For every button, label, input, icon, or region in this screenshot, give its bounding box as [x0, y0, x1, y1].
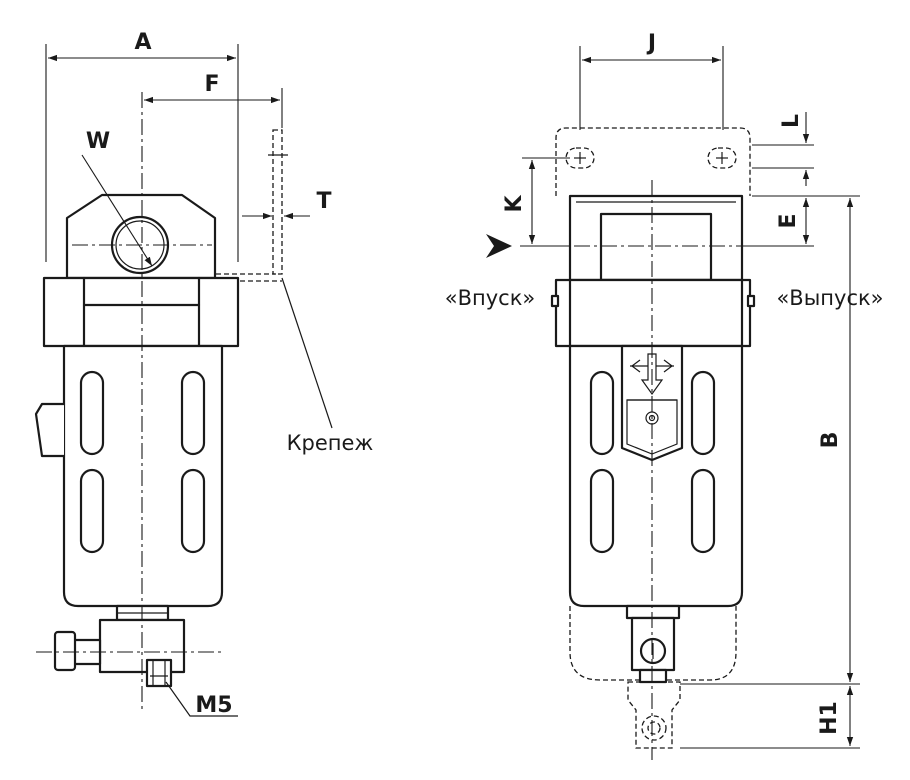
m5-leader	[165, 681, 238, 717]
front-body	[550, 194, 756, 749]
mount-leader-line	[281, 277, 333, 429]
dimension-f	[144, 88, 283, 128]
side-view	[34, 44, 333, 717]
label-w: W	[86, 129, 110, 154]
label-k: K	[502, 195, 527, 213]
dimension-a	[45, 44, 239, 262]
dimension-j	[579, 46, 724, 130]
inlet-caption: «Впуск»	[445, 286, 536, 310]
label-f: F	[204, 72, 219, 97]
dimension-b	[680, 198, 860, 685]
label-m5: M5	[195, 693, 232, 718]
inlet-arrow-icon	[486, 234, 512, 258]
label-j: J	[646, 31, 656, 56]
side-body	[34, 193, 240, 688]
dimension-h1	[680, 686, 860, 749]
mount-caption: Крепеж	[287, 431, 374, 455]
w-leader	[81, 154, 153, 267]
label-a: A	[134, 30, 151, 55]
outlet-caption: «Выпуск»	[776, 286, 883, 310]
label-l: L	[779, 114, 804, 128]
label-h1: H1	[817, 701, 842, 735]
dimension-l	[752, 112, 814, 186]
label-b: B	[818, 432, 843, 449]
dimension-k	[522, 157, 570, 247]
label-t: T	[316, 189, 331, 214]
dimension-e	[750, 195, 860, 247]
label-e: E	[776, 213, 801, 228]
front-view	[486, 46, 860, 760]
